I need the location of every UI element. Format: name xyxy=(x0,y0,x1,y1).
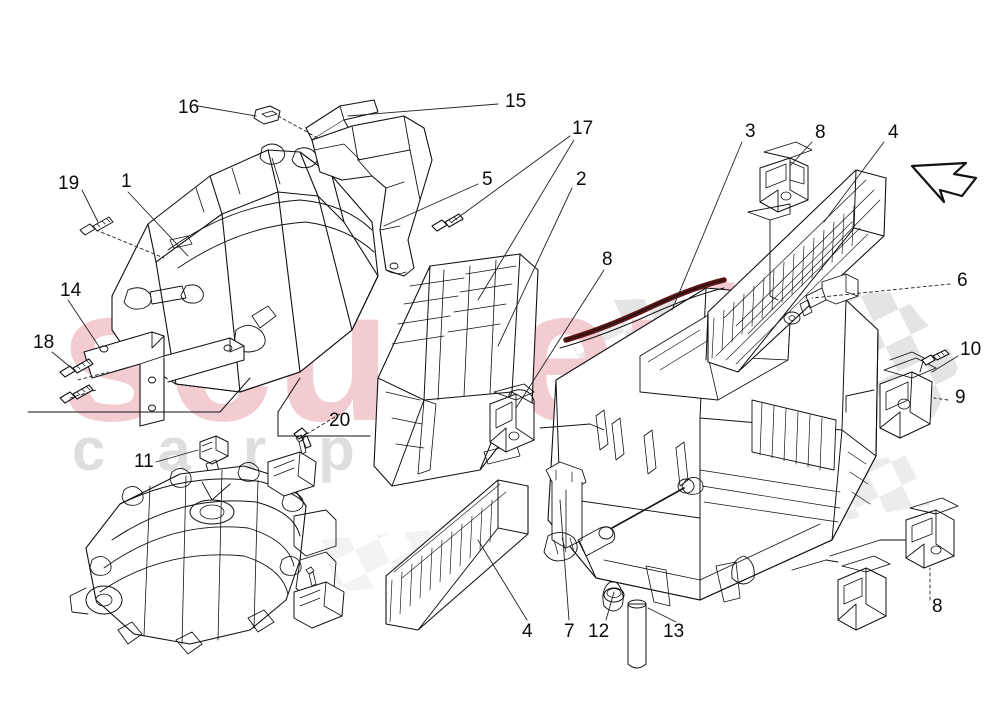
callout-6: 6 xyxy=(957,270,968,291)
callout-4-lower: 4 xyxy=(522,621,533,642)
callout-8-center: 8 xyxy=(602,249,613,270)
callout-20: 20 xyxy=(329,410,351,431)
part-8-actuator-center xyxy=(489,383,605,453)
callout-3: 3 xyxy=(745,121,756,142)
callout-4-upper: 4 xyxy=(888,122,899,143)
callout-8-bottom: 8 xyxy=(932,596,943,617)
part-8-connector-right-lower xyxy=(791,555,891,631)
callout-11: 11 xyxy=(134,451,154,472)
callout-9: 9 xyxy=(955,387,966,408)
part-8-connector-right-upper xyxy=(829,497,959,569)
part-7-expansion-valve-assembly xyxy=(543,461,704,562)
callout-19: 19 xyxy=(58,173,80,194)
callout-5: 5 xyxy=(482,169,493,190)
callout-7: 7 xyxy=(564,621,575,642)
part-13-sleeve xyxy=(627,599,647,669)
blower-housing-assembly xyxy=(69,462,337,655)
callout-14: 14 xyxy=(60,280,82,301)
part-16-retaining-clip xyxy=(253,105,281,125)
blower-resistor-module xyxy=(267,434,317,497)
part-19-bolt xyxy=(79,216,114,236)
part-seal-gasket-highlight xyxy=(559,277,727,349)
callout-leader-lines xyxy=(51,103,959,623)
part-18-bolts xyxy=(59,358,94,404)
callout-18: 18 xyxy=(33,332,55,353)
part-4-cabin-filter-upper xyxy=(705,169,887,373)
callout-12: 12 xyxy=(588,621,610,642)
callout-10: 10 xyxy=(960,339,982,360)
blower-control-module xyxy=(293,566,345,629)
callout-13: 13 xyxy=(663,621,685,642)
part-4-cabin-filter-lower xyxy=(385,479,529,631)
part-5-air-duct-lower xyxy=(311,115,433,277)
part-2-filter-housing-frame xyxy=(373,253,539,487)
callout-17: 17 xyxy=(572,118,594,139)
grouping-bracket-lines xyxy=(27,377,371,437)
callout-8-top: 8 xyxy=(815,122,826,143)
part-10-bolt xyxy=(921,349,950,366)
part-8-actuator-top xyxy=(747,141,813,301)
callout-15: 15 xyxy=(505,91,527,112)
part-14-mounting-bracket xyxy=(83,331,245,427)
part-12-o-ring xyxy=(603,587,625,603)
callout-1: 1 xyxy=(121,171,132,192)
forward-direction-arrow xyxy=(910,161,978,204)
callout-16: 16 xyxy=(178,97,200,118)
part-9-control-module xyxy=(845,351,937,439)
callout-2: 2 xyxy=(576,169,587,190)
